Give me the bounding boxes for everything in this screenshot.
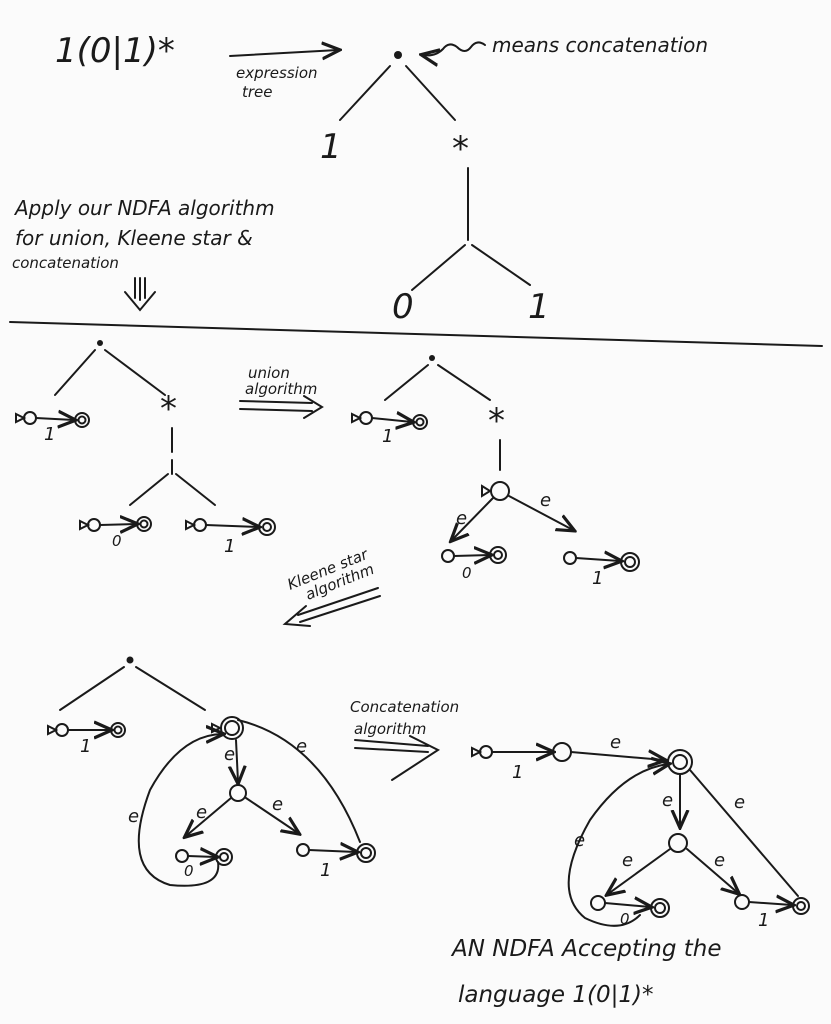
kleene-step-arrow: Kleene star algorithm bbox=[282, 545, 381, 627]
instruction-line3: concatenation bbox=[12, 254, 119, 272]
epsilon-label: e bbox=[574, 830, 585, 851]
star-node: * bbox=[488, 401, 505, 441]
squiggle-arrow bbox=[423, 41, 486, 55]
step1-tree: 1 * 0 1 bbox=[15, 340, 276, 557]
step2-tree: 1 * e e 0 1 bbox=[351, 355, 640, 589]
tree-leaf-0: 0 bbox=[392, 287, 414, 327]
epsilon-label: e bbox=[540, 490, 551, 511]
expression-tree-arrow bbox=[229, 50, 338, 56]
epsilon-label: e bbox=[662, 790, 673, 811]
transition-label: 0 bbox=[112, 532, 122, 550]
concatenation-dot bbox=[394, 51, 402, 59]
epsilon-label: e bbox=[456, 508, 467, 529]
transition-label: 1 bbox=[592, 568, 603, 589]
epsilon-label: e bbox=[714, 850, 725, 871]
union-label: union bbox=[248, 364, 290, 382]
arrow-label-expression: expression bbox=[236, 64, 318, 82]
caption-line1: AN NDFA Accepting the bbox=[450, 936, 722, 962]
star-node: * bbox=[160, 389, 177, 429]
epsilon-label: e bbox=[296, 736, 307, 757]
transition-label: 0 bbox=[620, 910, 630, 928]
epsilon-label: e bbox=[610, 732, 621, 753]
epsilon-label: e bbox=[196, 802, 207, 823]
transition-label: 0 bbox=[462, 564, 472, 582]
tree-leaf-1: 1 bbox=[320, 127, 342, 167]
regex-expression: 1(0|1)* bbox=[55, 31, 175, 71]
union-step-arrow: union algorithm bbox=[239, 364, 324, 419]
concatenation-step-arrow: Concatenation algorithm bbox=[350, 698, 459, 781]
transition-label: 0 bbox=[184, 862, 194, 880]
instruction-line2: for union, Kleene star & bbox=[15, 226, 253, 250]
transition-label: 1 bbox=[80, 736, 91, 757]
divider bbox=[9, 321, 823, 347]
instruction-line1: Apply our NDFA algorithm bbox=[13, 196, 275, 220]
epsilon-label: e bbox=[734, 792, 745, 813]
step3-tree: 1 e e e 0 1 e e bbox=[47, 656, 376, 887]
concatenation-label: Concatenation bbox=[350, 698, 459, 716]
transition-label: 1 bbox=[224, 536, 235, 557]
epsilon-label: e bbox=[272, 794, 283, 815]
epsilon-label: e bbox=[622, 850, 633, 871]
concatenation-label-2: algorithm bbox=[354, 720, 426, 738]
arrow-label-tree: tree bbox=[242, 83, 273, 101]
caption-line2: language 1(0|1)* bbox=[458, 982, 654, 1008]
dot-note: means concatenation bbox=[492, 33, 708, 57]
final-ndfa: 1 e e e e 0 1 e e bbox=[471, 732, 810, 931]
epsilon-label: e bbox=[224, 744, 235, 765]
union-label-2: algorithm bbox=[245, 380, 317, 398]
triple-down-arrow bbox=[124, 277, 156, 312]
tree-leaf-1b: 1 bbox=[528, 287, 550, 327]
tree-star: * bbox=[452, 129, 469, 169]
expression-tree: 1 * 0 1 bbox=[320, 65, 550, 327]
transition-label: 1 bbox=[512, 762, 523, 783]
transition-label: 1 bbox=[44, 424, 55, 445]
transition-label: 1 bbox=[758, 910, 769, 931]
transition-label: 1 bbox=[382, 426, 393, 447]
epsilon-label: e bbox=[128, 806, 139, 827]
transition-label: 1 bbox=[320, 860, 331, 881]
